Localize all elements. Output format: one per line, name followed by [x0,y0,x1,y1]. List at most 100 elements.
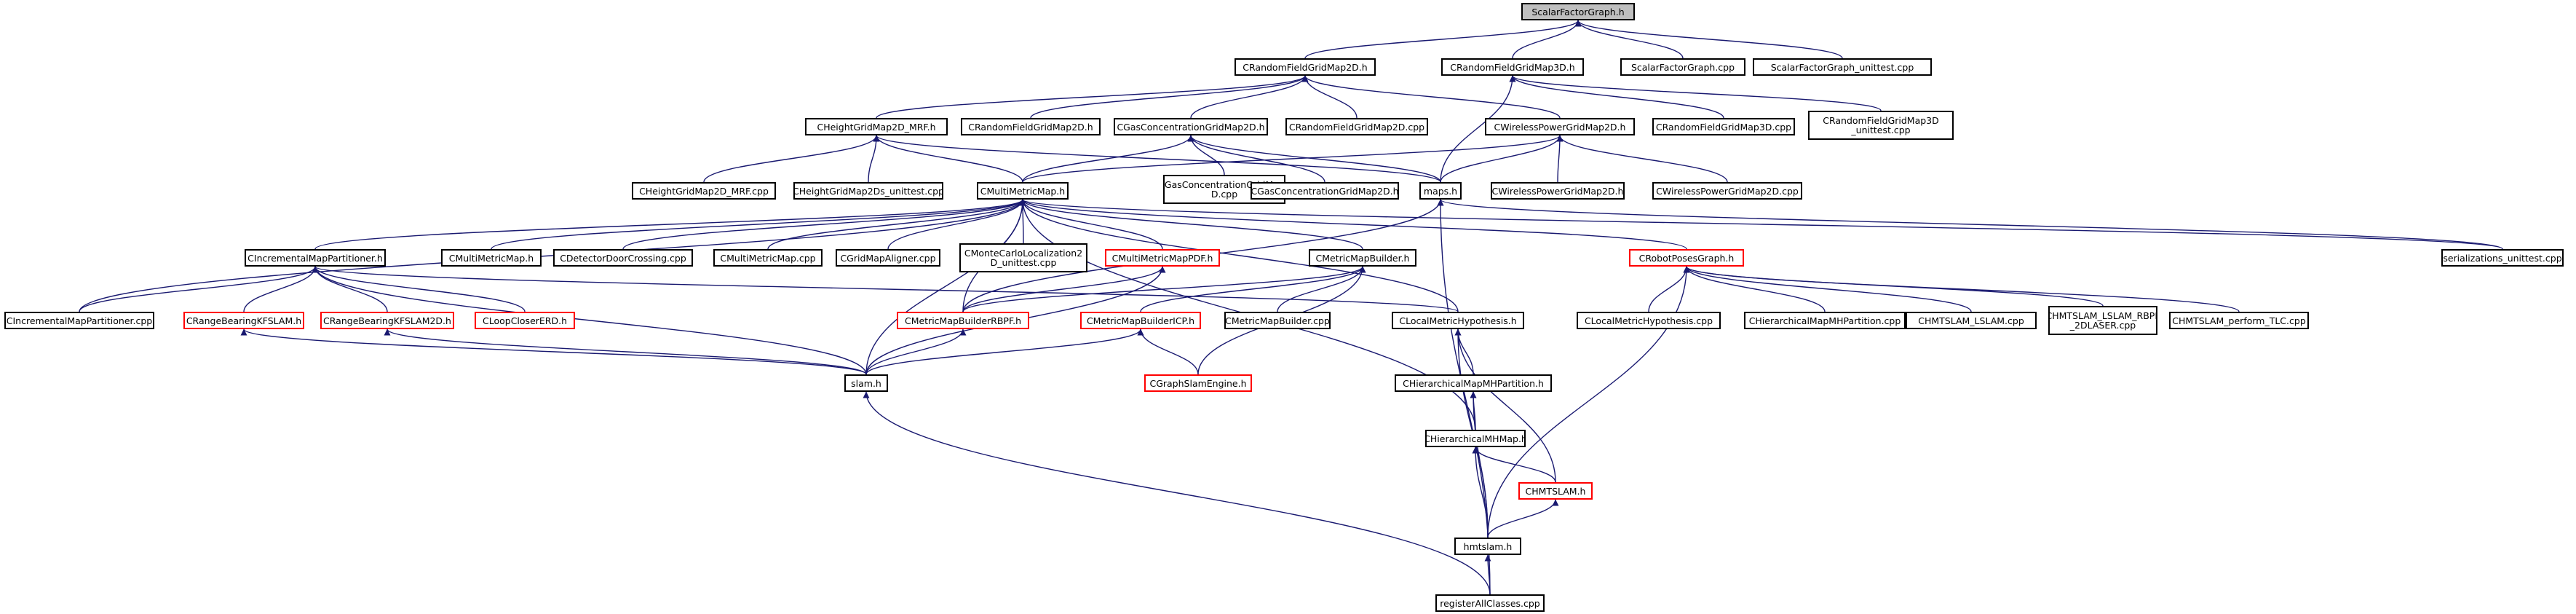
edge-n18-to-n03 [1440,75,1516,183]
node-chierarchicalmhmap-h[interactable]: CHierarchicalMHMap.h [1425,430,1526,447]
node-cdetectordoorcrossing-cpp[interactable]: CDetectorDoorCrossing.cpp [553,249,693,267]
node-cheightgridmap2d-mrf-h[interactable]: CHeightGridMap2D_MRF.h [805,118,948,135]
node-cmetricmapbuildericp-h[interactable]: CMetricMapBuilderICP.h [1080,312,1201,329]
edge-n38-to-n21 [312,266,1459,312]
node-registerallclasses-cpp[interactable]: registerAllClasses.cpp [1435,594,1545,612]
node-cheightgridmap2d-mrf-cpp[interactable]: CHeightGridMap2D_MRF.cpp [632,182,776,200]
node-scalarfactorgraph-h[interactable]: ScalarFactorGraph.h [1521,3,1635,20]
edge-n50-to-n18 [1437,199,1491,595]
node-cgraphslamengine-h[interactable]: CGraphSlamEngine.h [1144,374,1252,392]
edge-n33-to-n21 [312,266,388,312]
node-scalarfactorgraph-unittest-cpp[interactable]: ScalarFactorGraph_unittest.cpp [1753,58,1932,76]
node-chmtslam-lslam-rbpf-2dlaser-cpp[interactable]: CHMTSLAM_LSLAM_RBPF _2DLASER.cpp [2048,306,2157,335]
edge-n04-to-n01 [1574,20,1684,59]
edge-n02-to-n01 [1304,20,1582,59]
edge-n18-to-n08 [1187,135,1441,183]
node-cheightgridmap2ds-unittest-cpp[interactable]: CHeightGridMap2Ds_unittest.cpp [793,182,943,200]
node-slam-h[interactable]: slam.h [844,374,888,392]
edge-n31-to-n21 [79,266,319,312]
edge-n15-to-n06 [873,135,1023,183]
node-hmtslam-h[interactable]: hmtslam.h [1454,538,1521,555]
edge-n44-to-n21 [312,266,867,375]
node-cmultimetricmap-h[interactable]: CMultiMetricMap.h [441,249,542,267]
node-cwirelesspowergridmap2d-cpp[interactable]: CWirelessPowerGridMap2D.cpp [1652,182,1802,200]
node-serializations-unittest-cpp[interactable]: serializations_unittest.cpp [2441,249,2564,267]
edge-layer [79,20,2503,595]
node-cmultimetricmap-h[interactable]: CMultiMetricMap.h [977,182,1069,200]
node-maps-h[interactable]: maps.h [1419,182,1462,200]
edge-n41-to-n29 [1683,266,1972,312]
node-cincrementalmappartitioner-h[interactable]: CIncrementalMapPartitioner.h [245,249,386,267]
edge-n49-to-n47 [1472,446,1489,538]
edge-n25-to-n15 [887,199,1026,250]
edge-n38-to-n15 [1019,199,1459,312]
edge-n15-to-n08 [1022,135,1194,183]
edge-n12-to-n03 [1509,75,1882,111]
edge-n29-to-n15 [1019,199,1687,250]
edge-n23-to-n15 [622,199,1026,250]
edge-n35-to-n27 [962,266,1166,312]
node-crandomfieldgridmap3d-unittest-cpp[interactable]: CRandomFieldGridMap3D _unittest.cpp [1808,111,1954,140]
edge-n30-to-n18 [1437,199,2503,250]
node-cmontecarlolocalization2d-unittest-cpp[interactable]: CMonteCarloLocalization2 D_unittest.cpp [959,243,1087,272]
node-cloopclosererd-h[interactable]: CLoopCloserERD.h [475,312,575,329]
node-cwirelesspowergridmap2d-h[interactable]: CWirelessPowerGridMap2D.h [1485,118,1635,135]
edge-n44-to-n33 [384,328,867,375]
edge-n20-to-n10 [1556,135,1728,183]
edge-n18-to-n10 [1440,135,1564,183]
node-chierarchicalmapmhpartition-cpp[interactable]: CHierarchicalMapMHPartition.cpp [1744,312,1906,329]
edge-n40-to-n29 [1683,266,1826,312]
node-clocalmetrichypothesis-h[interactable]: CLocalMetricHypothesis.h [1392,312,1524,329]
node-chmtslam-h[interactable]: CHMTSLAM.h [1518,482,1593,500]
edge-n44-to-n36 [865,328,1144,375]
edge-n05-to-n01 [1574,20,1843,59]
edge-n48-to-n47 [1472,446,1556,483]
node-cgridmapaligner-cpp[interactable]: CGridMapAligner.cpp [836,249,940,267]
edge-n08-to-n02 [1190,75,1309,119]
edge-n30-to-n15 [1020,199,2503,250]
node-crandomfieldgridmap2d-cpp[interactable]: CRandomFieldGridMap2D.cpp [1285,118,1428,135]
node-crobotposesgraph-h[interactable]: CRobotPosesGraph.h [1629,249,1744,267]
node-cgasconcentrationgridmap2d-h[interactable]: CGasConcentrationGridMap2D.h [1251,182,1399,200]
node-chmtslam-perform-tlc-cpp[interactable]: CHMTSLAM_perform_TLC.cpp [2169,312,2309,329]
edge-n34-to-n21 [312,266,526,312]
node-cmetricmapbuilderrbpf-h[interactable]: CMetricMapBuilderRBPF.h [897,312,1029,329]
edge-n44-to-n15 [865,199,1026,375]
node-crangebearingkfslam-h[interactable]: CRangeBearingKFSLAM.h [183,312,304,329]
edge-n31-to-n15 [79,199,1026,312]
edge-n19-to-n10 [1556,135,1564,183]
edge-n17-to-n08 [1187,135,1325,183]
edge-n49-to-n48 [1487,499,1559,538]
node-crandomfieldgridmap3d-cpp[interactable]: CRandomFieldGridMap3D.cpp [1652,118,1795,135]
node-cmultimetricmappdf-h[interactable]: CMultiMetricMapPDF.h [1105,249,1220,267]
node-cincrementalmappartitioner-cpp[interactable]: CIncrementalMapPartitioner.cpp [4,312,154,329]
node-crandomfieldgridmap2d-h[interactable]: CRandomFieldGridMap2D.h [1235,58,1376,76]
node-cmetricmapbuilder-cpp[interactable]: CMetricMapBuilder.cpp [1224,312,1331,329]
edge-n16-to-n08 [1187,135,1225,176]
node-cgasconcentrationgridmap2d-h[interactable]: CGasConcentrationGridMap2D.h [1114,118,1268,135]
edge-n09-to-n02 [1301,75,1358,119]
node-scalarfactorgraph-cpp[interactable]: ScalarFactorGraph.cpp [1620,58,1745,76]
edge-n35-to-n28 [962,266,1366,312]
node-chmtslam-lslam-cpp[interactable]: CHMTSLAM_LSLAM.cpp [1906,312,2037,329]
node-cmetricmapbuilder-h[interactable]: CMetricMapBuilder.h [1309,249,1416,267]
edge-n45-to-n36 [1137,328,1199,375]
node-crandomfieldgridmap2d-h[interactable]: CRandomFieldGridMap2D.h [961,118,1101,135]
edge-n06-to-n02 [876,75,1309,119]
edge-n43-to-n29 [1683,266,2240,312]
edge-n28-to-n15 [1019,199,1363,250]
edge-n37-to-n28 [1277,266,1366,312]
node-chierarchicalmapmhpartition-h[interactable]: CHierarchicalMapMHPartition.h [1395,374,1552,392]
node-crandomfieldgridmap3d-h[interactable]: CRandomFieldGridMap3D.h [1441,58,1584,76]
node-clocalmetrichypothesis-cpp[interactable]: CLocalMetricHypothesis.cpp [1577,312,1721,329]
node-cwirelesspowergridmap2d-h[interactable]: CWirelessPowerGridMap2D.h [1491,182,1625,200]
edge-n21-to-n15 [314,199,1026,250]
node-cmultimetricmap-cpp[interactable]: CMultiMetricMap.cpp [713,249,823,267]
edge-n07-to-n02 [1030,75,1309,119]
edge-n27-to-n15 [1019,199,1163,250]
node-crangebearingkfslam2d-h[interactable]: CRangeBearingKFSLAM2D.h [320,312,454,329]
edge-n44-to-n35 [865,328,967,375]
edge-n10-to-n02 [1301,75,1561,119]
